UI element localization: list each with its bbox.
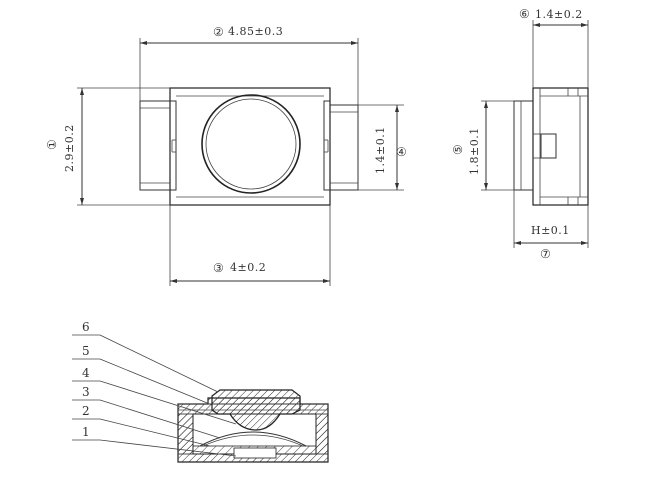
actuator-inner-circle bbox=[205, 98, 297, 190]
label-1: 1 bbox=[82, 425, 90, 439]
dim3-marker: ③ bbox=[213, 261, 224, 275]
switch-body-outline bbox=[169, 87, 331, 206]
side-actuator bbox=[513, 100, 533, 191]
dim5-marker: ⑤ bbox=[451, 144, 465, 155]
side-view: ⑥ 1.4±0.2 ⑤ 1.8±0.1 H±0.1 ⑦ bbox=[451, 7, 589, 261]
right-terminal bbox=[330, 104, 359, 191]
dim6-text: 1.4±0.2 bbox=[535, 8, 583, 21]
dim7-marker: ⑦ bbox=[540, 247, 551, 261]
label-3: 3 bbox=[82, 385, 90, 399]
cross-section-view: 6 5 4 3 2 1 bbox=[72, 320, 329, 463]
dim3-text: 4±0.2 bbox=[230, 261, 266, 274]
dim4-marker: ④ bbox=[396, 145, 407, 159]
metal-dome bbox=[199, 431, 307, 447]
top-view: ② 4.85±0.3 ① 2.9±0.2 ③ 4±0.2 1.4±0.1 ④ bbox=[45, 25, 407, 286]
dim4-text: 1.4±0.1 bbox=[374, 126, 387, 174]
dim6-marker: ⑥ bbox=[519, 7, 530, 21]
label-6: 6 bbox=[82, 320, 90, 334]
left-terminal bbox=[139, 100, 170, 191]
dim2-text: 4.85±0.3 bbox=[228, 25, 283, 38]
label-2: 2 bbox=[82, 404, 90, 418]
dim7-text: H±0.1 bbox=[531, 224, 570, 237]
side-terminal bbox=[540, 133, 557, 159]
plunger bbox=[211, 389, 301, 431]
label-5: 5 bbox=[82, 344, 90, 358]
dim1-marker: ① bbox=[45, 139, 59, 150]
actuator-outer-circle bbox=[201, 94, 301, 194]
dim5-text: 1.8±0.1 bbox=[468, 127, 481, 175]
label-4: 4 bbox=[82, 366, 90, 380]
side-body-outline bbox=[532, 87, 589, 206]
dim1-text: 2.9±0.2 bbox=[63, 124, 76, 172]
dim2-marker: ② bbox=[213, 25, 224, 39]
